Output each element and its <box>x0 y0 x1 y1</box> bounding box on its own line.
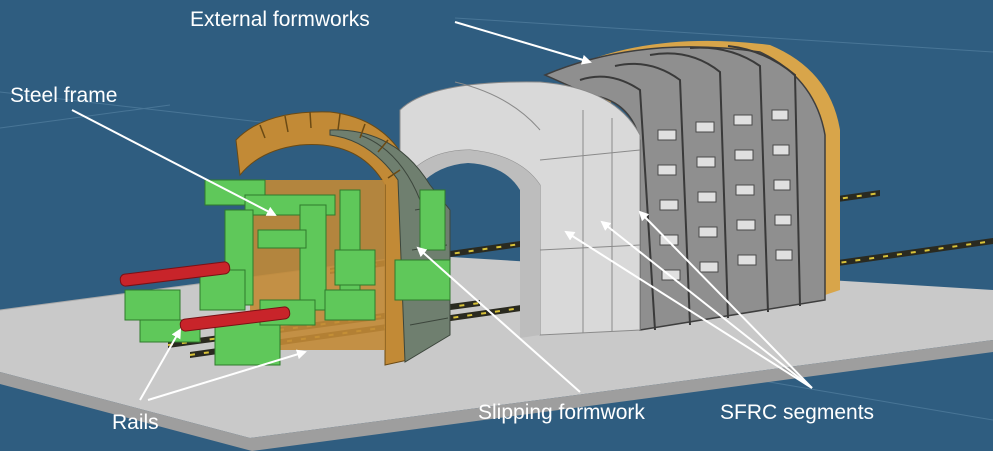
label-sfrc-segments: SFRC segments <box>720 401 875 424</box>
label-slipping-formwork: Slipping formwork <box>478 401 645 424</box>
arrow-rails-1 <box>139 328 181 401</box>
annotation-arrows <box>71 21 813 401</box>
arrow-sfrc-1 <box>564 230 813 389</box>
arrow-sfrc-3 <box>638 210 813 389</box>
sfrc-segments <box>399 81 641 338</box>
hydraulic-cylinders <box>119 261 291 332</box>
label-steel-frame: Steel frame <box>10 84 118 107</box>
arrow-sfrc-2 <box>600 220 813 389</box>
label-external-formworks: External formworks <box>190 8 370 31</box>
label-rails: Rails <box>112 411 159 434</box>
arrow-external-formworks <box>454 21 592 65</box>
arrow-slipping-formwork <box>416 246 581 393</box>
arrow-steel-frame <box>71 109 277 216</box>
arrow-rails-2 <box>147 349 307 401</box>
